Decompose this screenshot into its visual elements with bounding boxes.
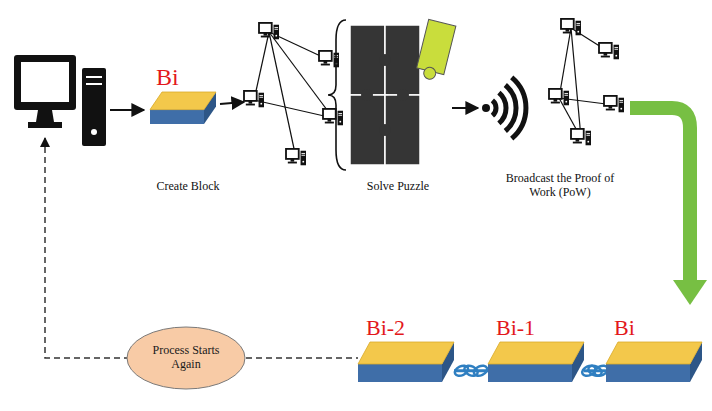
tower-button xyxy=(91,129,97,135)
ellipse-shape xyxy=(127,327,245,389)
block-top xyxy=(606,342,702,364)
monitor xyxy=(14,55,76,110)
peer-computer xyxy=(549,89,569,105)
tower-slot xyxy=(86,83,102,85)
flow-arrow xyxy=(110,109,144,111)
block-top xyxy=(488,342,584,364)
tower xyxy=(82,68,106,146)
block-label: Bi xyxy=(156,65,179,89)
puzzle-illustration xyxy=(350,19,456,165)
block-shape: Bi xyxy=(150,92,216,124)
block-top xyxy=(150,92,216,110)
block-front xyxy=(606,364,690,382)
block-label: Bi-2 xyxy=(366,317,405,339)
block-label: Bi-1 xyxy=(496,317,535,339)
flow-arrow xyxy=(452,107,478,109)
puzzle-knob xyxy=(422,66,437,81)
step-caption: Broadcast the Proof of Work (PoW) xyxy=(492,171,628,200)
puzzle-knob xyxy=(397,89,409,101)
peer-computer xyxy=(599,43,619,59)
green-arrowhead xyxy=(673,280,707,305)
block-drawing xyxy=(358,342,454,382)
peer-computer xyxy=(323,109,343,125)
block-drawing xyxy=(150,92,216,124)
block-front xyxy=(150,110,204,124)
block-top xyxy=(358,342,454,364)
return-arrow xyxy=(45,138,130,358)
monitor-base xyxy=(28,122,62,128)
block-drawing xyxy=(606,342,702,382)
puzzle-knob xyxy=(379,124,391,136)
monitor-stand xyxy=(36,110,54,122)
puzzle-piece xyxy=(417,19,456,74)
block-front xyxy=(358,364,442,382)
peer-network xyxy=(549,19,624,145)
chain-loop xyxy=(472,364,488,378)
dashed-connector xyxy=(246,357,358,359)
block-shape: Bi-1 xyxy=(488,342,584,382)
block-label: Bi xyxy=(614,317,635,339)
process-ellipse: Process Starts Again xyxy=(126,326,246,390)
process-text: Process Starts Again xyxy=(144,344,228,372)
block-shape: Bi-2 xyxy=(358,342,454,382)
chain-link xyxy=(454,369,488,372)
step-caption: Solve Puzzle xyxy=(350,179,446,193)
broadcast-waves xyxy=(482,77,526,138)
curly-brace xyxy=(328,20,346,170)
peer-network xyxy=(244,23,343,165)
block-drawing xyxy=(488,342,584,382)
puzzle-knob xyxy=(379,54,391,66)
peer-computer xyxy=(244,91,264,107)
missing-piece xyxy=(415,19,456,82)
block-shape: Bi xyxy=(606,342,702,382)
peer-computer xyxy=(561,19,581,35)
peer-computer xyxy=(259,23,279,39)
puzzle-knob xyxy=(361,89,373,101)
screen xyxy=(21,62,69,102)
step-caption: Create Block xyxy=(143,179,233,193)
peer-computer xyxy=(604,96,624,112)
tower-slot xyxy=(86,76,102,78)
flow-arrow xyxy=(220,102,244,104)
peer-computer xyxy=(571,129,591,145)
computer-icon xyxy=(14,55,106,146)
green-arrow xyxy=(630,108,690,282)
peer-computer xyxy=(286,149,306,165)
block-front xyxy=(488,364,572,382)
